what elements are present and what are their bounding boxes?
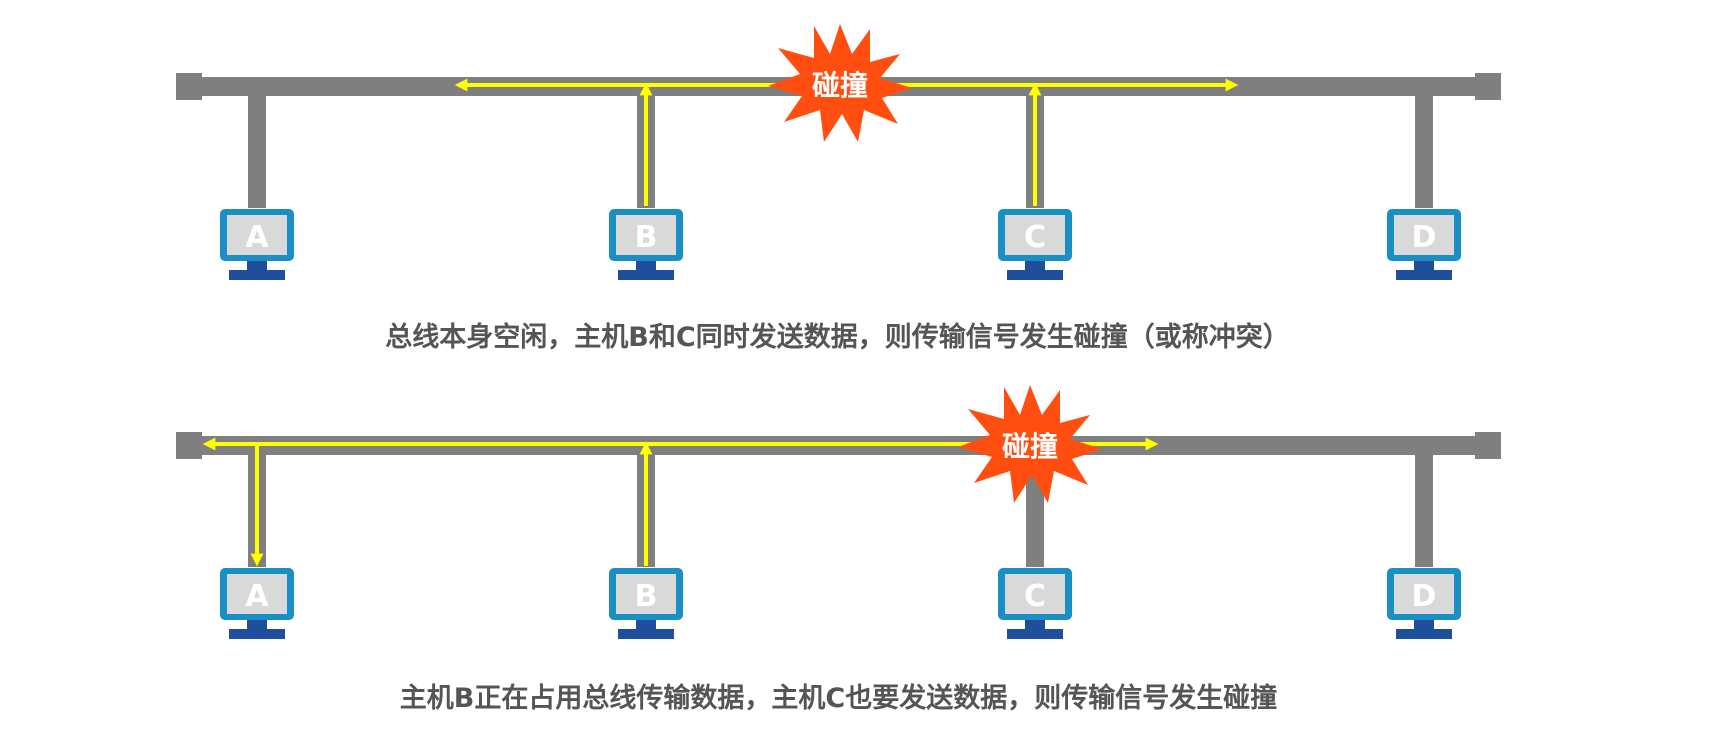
host-label: A: [245, 579, 269, 614]
scenario-2: 碰撞 A B C: [176, 385, 1501, 639]
host-b[interactable]: B: [609, 209, 683, 280]
host-label: A: [245, 220, 269, 255]
collision-burst-shape: [768, 24, 912, 142]
host-label: C: [1024, 220, 1046, 255]
host-label: B: [635, 220, 658, 255]
collision-burst: 碰撞: [768, 24, 912, 142]
collision-burst-shape: [958, 385, 1102, 503]
host-label: B: [635, 579, 658, 614]
collision-label: 碰撞: [1002, 430, 1058, 463]
host-label: D: [1412, 220, 1437, 255]
host-d[interactable]: D: [1387, 568, 1461, 639]
bus-terminator-right: [1475, 73, 1501, 100]
drop-line-d: [1415, 452, 1433, 567]
drop-lines: [248, 452, 1433, 567]
host-d[interactable]: D: [1387, 209, 1461, 280]
bus-terminator-left: [176, 73, 202, 100]
host-label: C: [1024, 579, 1046, 614]
drop-line-a: [248, 93, 266, 208]
collision-label: 碰撞: [812, 69, 868, 102]
signal-arrows: [202, 437, 1159, 567]
bus-terminator-right: [1475, 432, 1501, 459]
host-b[interactable]: B: [609, 568, 683, 639]
host-c[interactable]: C: [998, 209, 1072, 280]
host-c[interactable]: C: [998, 568, 1072, 639]
scenario-1-caption: 总线本身空闲，主机B和C同时发送数据，则传输信号发生碰撞（或称冲突）: [385, 322, 1290, 353]
hosts: A B C D: [220, 209, 1461, 280]
drop-line-d: [1415, 93, 1433, 208]
host-label: D: [1412, 579, 1437, 614]
hosts: A B C D: [220, 568, 1461, 639]
scenario-2-caption: 主机B正在占用总线传输数据，主机C也要发送数据，则传输信号发生碰撞: [399, 683, 1278, 714]
collision-burst: 碰撞: [958, 385, 1102, 503]
host-a[interactable]: A: [220, 209, 294, 280]
host-a[interactable]: A: [220, 568, 294, 639]
scenario-1: 碰撞 A B C: [176, 24, 1501, 280]
signal-arrows: [454, 78, 1239, 206]
bus-terminator-left: [176, 432, 202, 459]
